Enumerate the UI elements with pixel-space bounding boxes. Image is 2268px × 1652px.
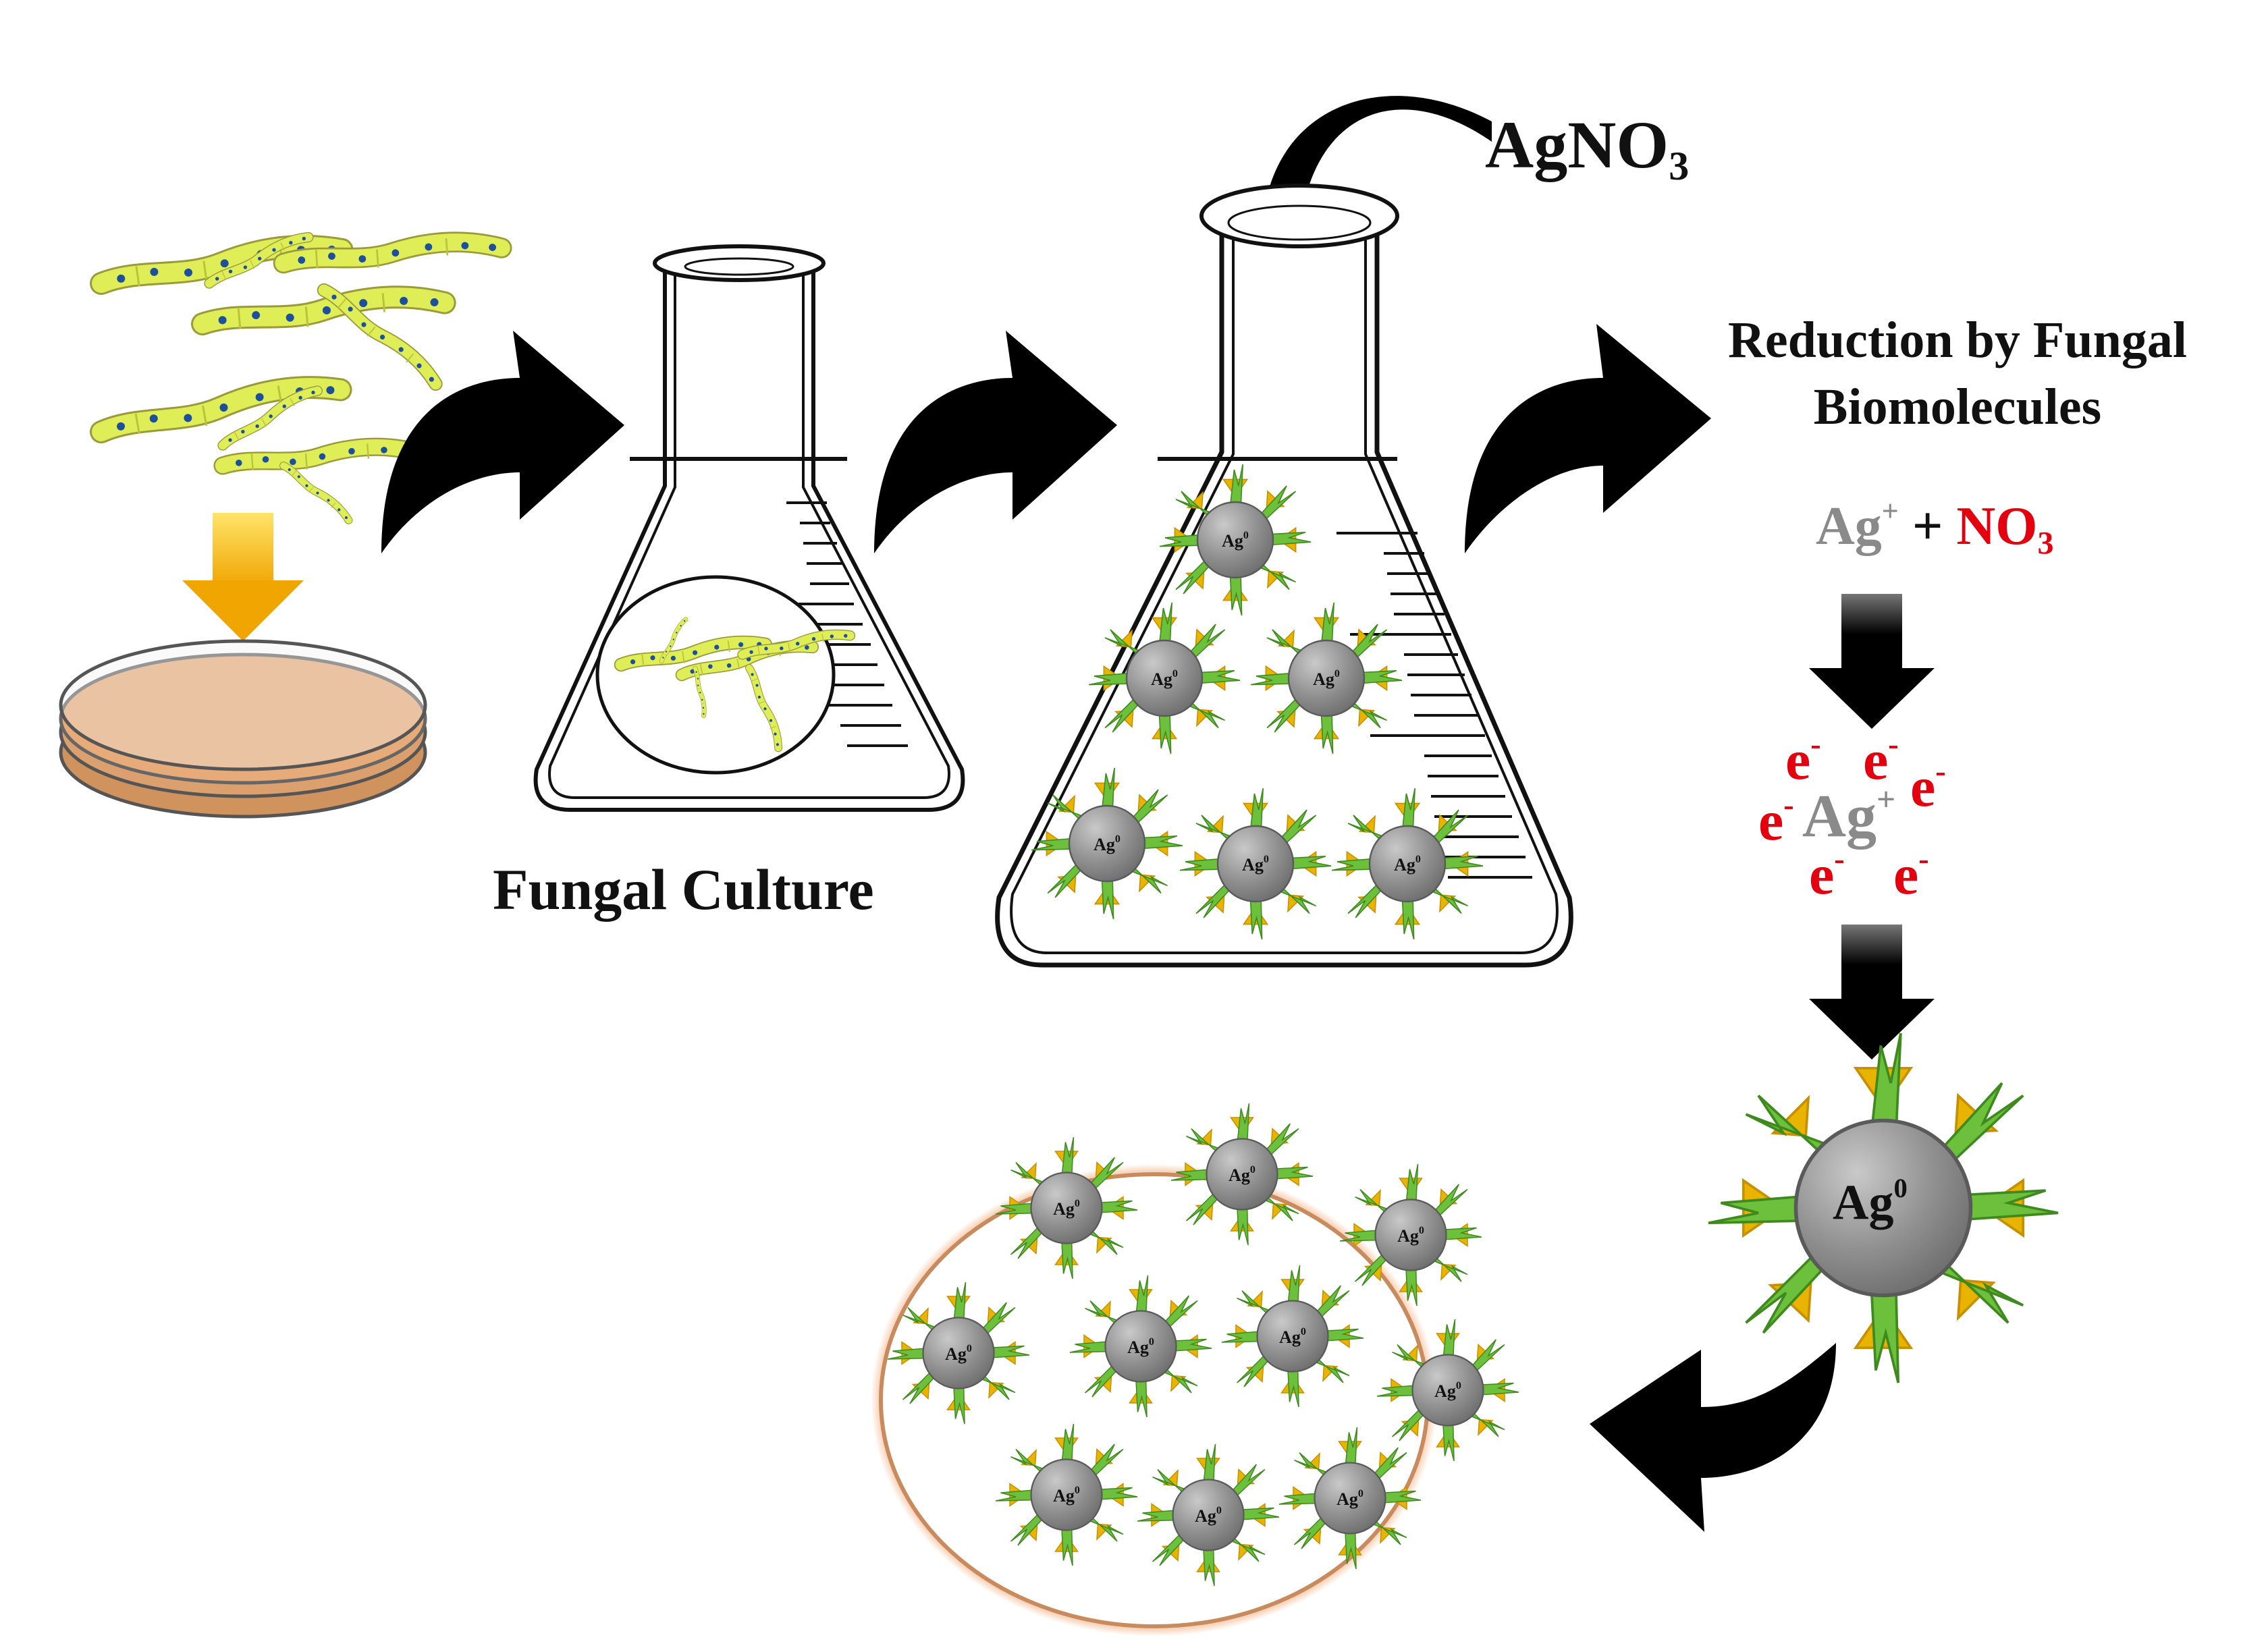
central-silver-ion: Ag+ — [1802, 780, 1896, 850]
down-arrow-icon-2 — [1809, 925, 1935, 1059]
curved-arrow-icon-3 — [1465, 324, 1711, 553]
electron-6: e- — [1893, 842, 1929, 906]
svg-text:Ag0: Ag0 — [1279, 1326, 1306, 1347]
down-arrow-icon-1 — [1809, 594, 1935, 729]
nanoparticle-cluster: Ag0 Ag0 Ag0 Ag0 Ag0 Ag0 Ag0 Ag0 Ag0 Ag0 — [871, 1102, 1520, 1636]
curved-arrow-icon-2 — [874, 331, 1117, 553]
petri-dish-icon — [59, 639, 427, 819]
silver-ion: Ag — [1816, 497, 1882, 556]
electron-2: e- — [1863, 727, 1899, 792]
electron-3: e- — [1758, 788, 1794, 852]
agno3-subscript: 3 — [1669, 144, 1690, 188]
nanoparticle-icon: Ag0 — [994, 1136, 1139, 1280]
electron-4: e- — [1910, 754, 1946, 819]
nanoparticle-icon: Ag0 — [1330, 787, 1484, 941]
nanoparticle-icon: Ag0 — [1170, 1102, 1314, 1246]
yellow-down-arrow-icon — [182, 513, 304, 641]
nanoparticle-icon: Ag0 — [1158, 463, 1312, 617]
nitrate-subscript: 3 — [2037, 525, 2054, 561]
nanoparticle-icon: Ag0 — [1339, 1163, 1483, 1307]
nanoparticle-icon: Ag0 — [994, 1423, 1139, 1567]
reduction-line-2: Biomolecules — [1813, 378, 2102, 435]
electron-5: e- — [1809, 842, 1845, 906]
nanoparticle-icon: Ag0 — [1087, 601, 1241, 755]
nanoparticle-icon: Ag0 — [1030, 767, 1184, 920]
reduction-label: Reduction by Fungal Biomolecules — [1667, 307, 2248, 441]
nanoparticle-icon: Ag0 — [886, 1281, 1031, 1425]
fungal-culture-label: Fungal Culture — [493, 857, 874, 922]
nitrate-ion: NO — [1956, 497, 2038, 556]
flask-icon-culture — [533, 244, 965, 812]
nanoparticle-icon: Ag0 — [1376, 1318, 1520, 1462]
silver-ion-charge: + — [1881, 494, 1899, 528]
curved-arrow-icon-4 — [1590, 1343, 1836, 1532]
flask-nanoparticles: Ag0 Ag0 Ag0 Ag0 Ag0 Ag0 — [1030, 463, 1484, 941]
nanoparticle-icon: Ag0 — [1249, 601, 1403, 755]
nanoparticle-icon: Ag0 — [1179, 787, 1332, 941]
ion-equation: Ag+ + NO3 — [1816, 496, 2053, 559]
nanoparticle-icon: Ag0 — [1136, 1443, 1280, 1587]
nanoparticle-icon: Ag0 — [1278, 1426, 1422, 1570]
reduction-line-1: Reduction by Fungal — [1728, 312, 2187, 368]
nanoparticle-icon: Ag0 — [1220, 1264, 1365, 1408]
curved-arrow-icon-1 — [381, 331, 624, 553]
nanoparticle-icon: Ag0 — [1069, 1274, 1213, 1419]
agno3-main: AgNO — [1485, 107, 1669, 182]
plus-sign: + — [1898, 497, 1957, 556]
large-nanoparticle-label: Ag0 — [1833, 1173, 1908, 1230]
agno3-label: AgNO3 — [1485, 111, 1689, 187]
flask-icon-reaction — [995, 184, 1573, 968]
electron-1: e- — [1785, 727, 1821, 792]
